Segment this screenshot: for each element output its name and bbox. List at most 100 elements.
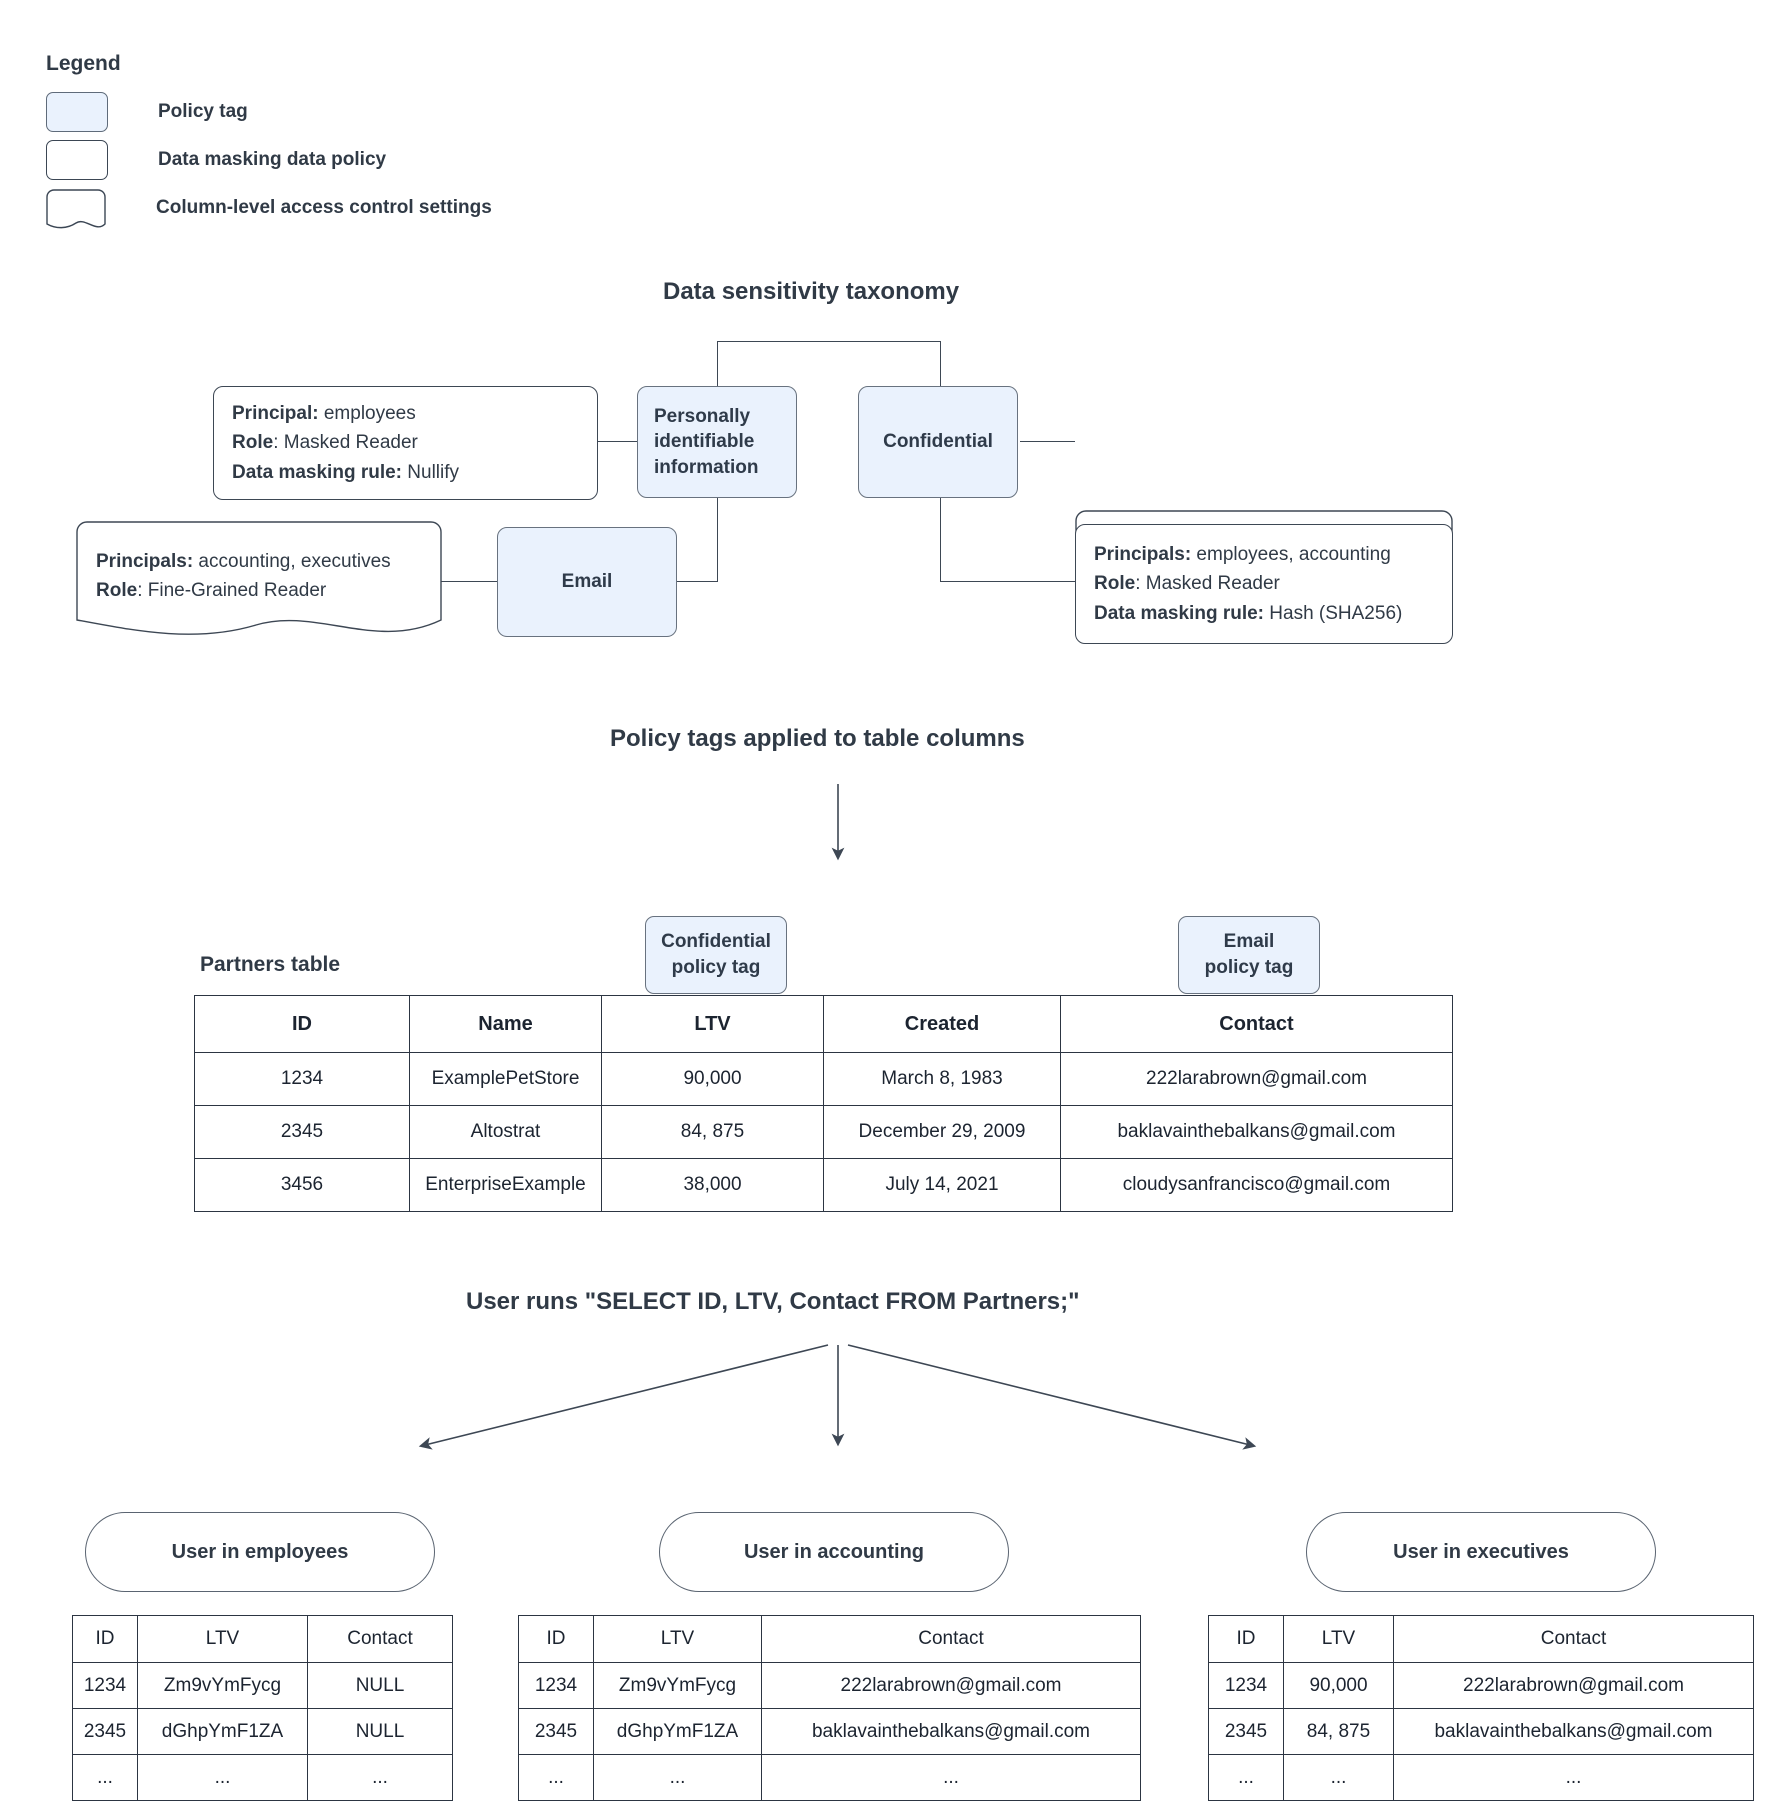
table-cell: dGhpYmF1ZA [593, 1708, 762, 1755]
callout-line-2: policy tag [671, 957, 761, 978]
connector-confidential-top-stub [940, 341, 942, 388]
user-pill-accounting[interactable]: User in accounting [659, 1512, 1009, 1592]
table-cell: cloudysanfrancisco@gmail.com [1060, 1158, 1453, 1212]
result-table-employees: ID LTV Contact 1234 Zm9vYmFycg NULL 2345… [72, 1615, 453, 1801]
arrow-query-left [418, 1344, 829, 1450]
table-cell: 222larabrown@gmail.com [761, 1662, 1141, 1709]
table-row: 2345 84, 875 baklavainthebalkans@gmail.c… [1208, 1708, 1754, 1755]
callout-line-1: Confidential [661, 931, 771, 953]
table-cell: 3456 [194, 1158, 410, 1212]
table-cell: ... [761, 1754, 1141, 1801]
callout-email-policy-tag[interactable]: Email policy tag [1178, 916, 1320, 994]
callout-confidential-policy-tag[interactable]: Confidential policy tag [645, 916, 787, 994]
applied-title: Policy tags applied to table columns [610, 725, 1025, 752]
data-masking-swatch-icon [46, 140, 108, 180]
user-pill-executives[interactable]: User in executives [1306, 1512, 1656, 1592]
table-cell: 84, 875 [601, 1105, 824, 1159]
table-row: ... ... ... [72, 1754, 453, 1801]
column-header: Contact [1393, 1615, 1754, 1663]
table-cell: baklavainthebalkans@gmail.com [1060, 1105, 1453, 1159]
column-header: Created [823, 995, 1061, 1053]
table-cell: 90,000 [601, 1052, 824, 1106]
connector-confidential-to-access [1020, 441, 1075, 443]
legend-item-data-masking: Data masking data policy [46, 136, 492, 184]
policy-tag-swatch-icon [46, 92, 108, 132]
table-row: 2345 dGhpYmF1ZA baklavainthebalkans@gmai… [518, 1708, 1141, 1755]
table-cell: ExamplePetStore [409, 1052, 602, 1106]
table-row: 3456 EnterpriseExample 38,000 July 14, 2… [194, 1158, 1453, 1212]
table-cell: 2345 [518, 1708, 594, 1755]
column-header: ID [194, 995, 410, 1053]
table-cell: ... [1208, 1754, 1284, 1801]
policy-line-rule: Data masking rule: Nullify [232, 461, 460, 483]
access-line-role: Role: Fine-Grained Reader [96, 580, 327, 602]
taxonomy-node-confidential[interactable]: Confidential [858, 386, 1018, 498]
table-cell: ... [593, 1754, 762, 1801]
taxonomy-node-email[interactable]: Email [497, 527, 677, 637]
taxonomy-node-pii[interactable]: Personally identifiable information [637, 386, 797, 498]
table-cell: dGhpYmF1ZA [137, 1708, 308, 1755]
column-header: LTV [1283, 1615, 1394, 1663]
callout-line-1: Email [1223, 931, 1275, 953]
table-row: 1234 Zm9vYmFycg NULL [72, 1662, 453, 1709]
pill-label: User in employees [171, 1540, 349, 1563]
table-cell: 1234 [72, 1662, 138, 1709]
table-row: 1234 90,000 222larabrown@gmail.com [1208, 1662, 1754, 1709]
taxonomy-node-label: Personally identifiable information [654, 406, 759, 478]
table-cell: ... [1393, 1754, 1754, 1801]
legend-title: Legend [46, 52, 121, 75]
legend: Legend Policy tag Data masking data poli… [46, 52, 492, 232]
table-row: 1234 Zm9vYmFycg 222larabrown@gmail.com [518, 1662, 1141, 1709]
table-header-row: ID LTV Contact [518, 1615, 1141, 1663]
partners-table-caption: Partners table [200, 953, 341, 976]
column-header: LTV [601, 995, 824, 1053]
policy-line-role: Role: Masked Reader [232, 432, 418, 454]
table-cell: 222larabrown@gmail.com [1393, 1662, 1754, 1709]
table-cell: 222larabrown@gmail.com [1060, 1052, 1453, 1106]
pill-label: User in accounting [743, 1540, 925, 1563]
table-cell: 38,000 [601, 1158, 824, 1212]
policy-line-rule: Data masking rule: Hash (SHA256) [1094, 602, 1403, 624]
column-header: Name [409, 995, 602, 1053]
table-cell: December 29, 2009 [823, 1105, 1061, 1159]
table-row: 2345 Altostrat 84, 875 December 29, 2009… [194, 1105, 1453, 1159]
table-cell: baklavainthebalkans@gmail.com [761, 1708, 1141, 1755]
legend-item-label: Data masking data policy [158, 149, 387, 170]
access-line-principals: Principals: accounting, executives [96, 551, 391, 572]
table-cell: ... [1283, 1754, 1394, 1801]
legend-item-column-access: Column-level access control settings [46, 184, 492, 232]
table-cell: EnterpriseExample [409, 1158, 602, 1212]
table-cell: Zm9vYmFycg [137, 1662, 308, 1709]
table-cell: NULL [307, 1662, 453, 1709]
table-row: 1234 ExamplePetStore 90,000 March 8, 198… [194, 1052, 1453, 1106]
column-header: ID [1208, 1615, 1284, 1663]
table-header-row: ID LTV Contact [72, 1615, 453, 1663]
connector-confidential-to-masking-v [940, 497, 942, 582]
connector-pii-to-email-v [717, 497, 719, 582]
column-header: ID [72, 1615, 138, 1663]
table-header-row: ID Name LTV Created Contact [194, 995, 1453, 1053]
connector-confidential-to-masking-h [940, 581, 1075, 583]
legend-item-policy-tag: Policy tag [46, 88, 492, 136]
user-pill-employees[interactable]: User in employees [85, 1512, 435, 1592]
table-cell: 84, 875 [1283, 1708, 1394, 1755]
legend-item-label: Column-level access control settings [156, 197, 492, 218]
connector-email-to-access-h [440, 581, 500, 583]
access-box-email: Principals: accounting, executives Role:… [76, 521, 442, 645]
policy-line-principals: Principals: employees, accounting [1094, 544, 1391, 566]
table-cell: Zm9vYmFycg [593, 1662, 762, 1709]
column-access-swatch-icon [46, 189, 106, 229]
table-row: ... ... ... [1208, 1754, 1754, 1801]
column-header: LTV [137, 1615, 308, 1663]
column-header: Contact [1060, 995, 1453, 1053]
table-row: ... ... ... [518, 1754, 1141, 1801]
policy-box-confidential-masking: Principals: employees, accounting Role: … [1075, 524, 1453, 644]
table-cell: NULL [307, 1708, 453, 1755]
table-cell: 1234 [518, 1662, 594, 1709]
column-header: ID [518, 1615, 594, 1663]
table-cell: 1234 [1208, 1662, 1284, 1709]
pill-label: User in executives [1393, 1540, 1569, 1563]
table-cell: July 14, 2021 [823, 1158, 1061, 1212]
table-cell: Altostrat [409, 1105, 602, 1159]
partners-table: ID Name LTV Created Contact 1234 Example… [194, 995, 1453, 1212]
